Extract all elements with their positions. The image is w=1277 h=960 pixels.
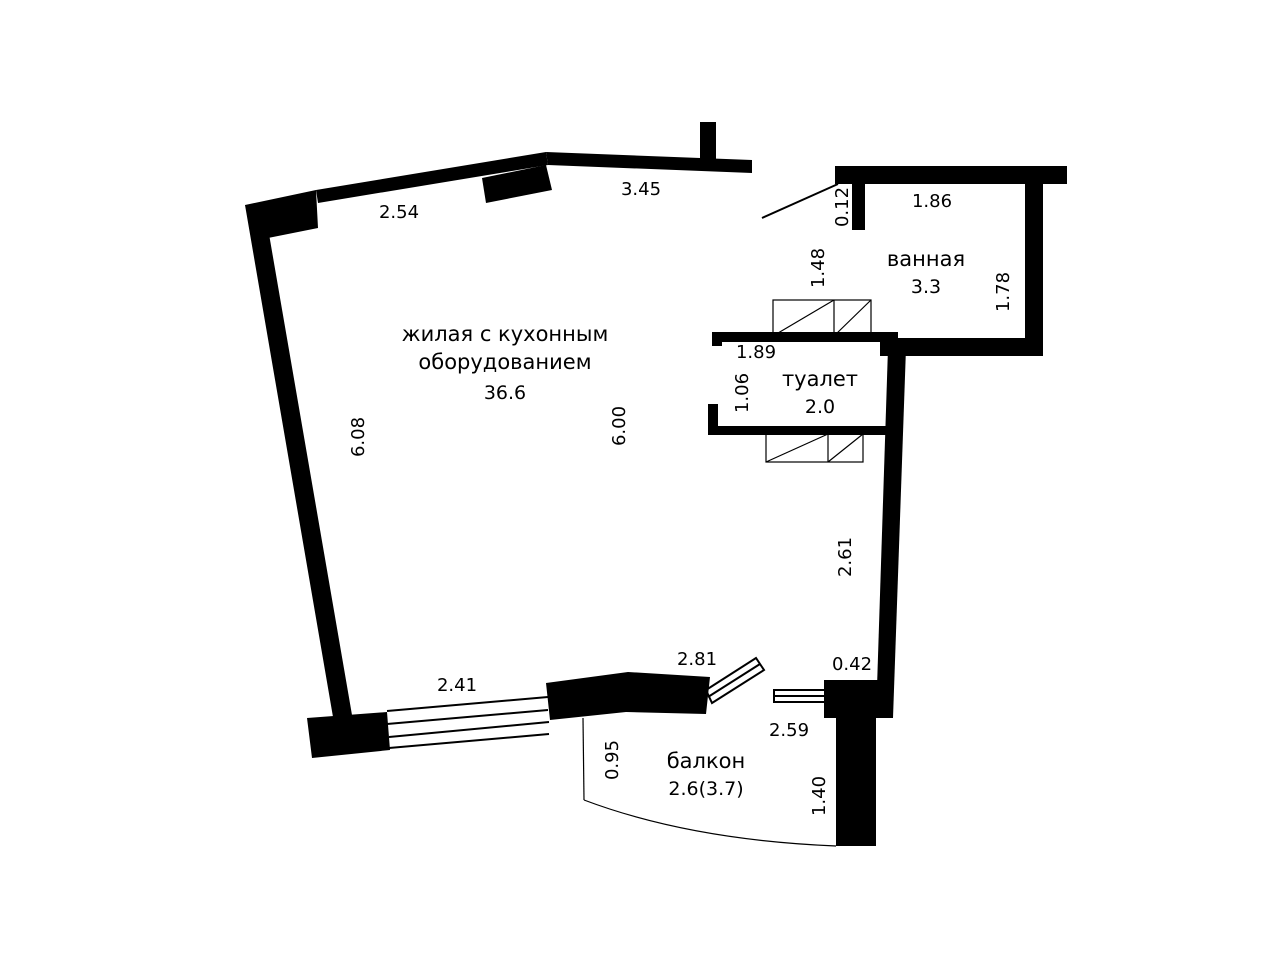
- dim-balcony-width: 2.59: [769, 720, 809, 741]
- entry-door-leaf: [761, 183, 839, 219]
- balcony-outline: [582, 717, 837, 847]
- toilet-area: 2.0: [805, 396, 835, 418]
- dim-bath-width: 1.86: [912, 191, 952, 212]
- balcony-right-wall: [836, 716, 876, 846]
- dim-right-wall: 2.61: [835, 537, 856, 577]
- dim-top-wall: 3.45: [621, 179, 661, 200]
- bath-door-frame: [772, 299, 872, 337]
- dim-toilet-depth: 1.06: [732, 373, 753, 413]
- walls: [245, 122, 1067, 846]
- dim-bath-depth: 1.78: [993, 272, 1014, 312]
- toilet-top-wall: [712, 332, 898, 342]
- balcony-name: балкон: [667, 749, 746, 773]
- dim-bath-wall-stub: 0.12: [832, 187, 853, 227]
- window-line-base: [388, 733, 550, 749]
- toilet-name: туалет: [782, 367, 858, 391]
- dim-corner: 0.42: [832, 654, 872, 675]
- dim-balcony-left: 0.95: [602, 740, 623, 780]
- bathroom-area: 3.3: [911, 276, 941, 298]
- bath-left-stub: [852, 184, 865, 230]
- bath-right-wall: [1025, 184, 1043, 356]
- top-wall-stub: [700, 122, 716, 160]
- toilet-door-frame: [765, 433, 864, 463]
- bottom-left-wall-block: [307, 712, 390, 758]
- room-labels: жилая с кухонным оборудованием 36.6 ванн…: [402, 247, 965, 800]
- doors: [761, 183, 872, 463]
- bottom-middle-wall: [546, 672, 710, 720]
- balcony-arc: [583, 799, 837, 847]
- bottom-right-wall-block: [824, 680, 878, 718]
- bath-top-wall: [835, 166, 1067, 184]
- bath-bottom-wall: [880, 338, 1043, 356]
- top-pillar: [482, 165, 552, 203]
- right-wall: [876, 348, 906, 718]
- bath-door-diag-2: [833, 299, 872, 337]
- balcony-door-left-mid: [707, 663, 761, 698]
- dimension-labels: 2.54 3.45 6.08 6.00 2.41 2.81 2.61 0.42 …: [348, 179, 1014, 816]
- dim-balcony-right: 1.40: [809, 776, 830, 816]
- dim-bottom-window: 2.41: [437, 675, 477, 696]
- window-line-bottom: [388, 721, 550, 738]
- left-wall: [245, 205, 352, 717]
- dim-top-left-wall: 2.54: [379, 202, 419, 223]
- dim-left-wall: 6.08: [348, 417, 369, 457]
- toilet-bottom-wall: [708, 426, 894, 435]
- toilet-door-diag-1: [765, 433, 829, 463]
- living-room-name-line1: жилая с кухонным: [402, 322, 609, 346]
- window-line-top: [386, 696, 549, 712]
- toilet-left-stub-top: [712, 332, 722, 346]
- top-wall: [546, 152, 752, 173]
- living-room-area: 36.6: [484, 382, 526, 404]
- bathroom-name: ванная: [887, 247, 965, 271]
- balcony-area: 2.6(3.7): [668, 778, 743, 800]
- window-line-mid: [386, 709, 549, 725]
- dim-toilet-width: 1.89: [736, 342, 776, 363]
- toilet-door-diag-2: [827, 433, 864, 463]
- dim-living-depth: 6.00: [609, 406, 630, 446]
- toilet-left-stub-bottom: [708, 404, 718, 432]
- top-left-slanted-wall: [316, 152, 548, 203]
- living-room-name-line2: оборудованием: [418, 350, 591, 374]
- dim-bath-entry: 1.48: [808, 248, 829, 288]
- dim-bottom-wall: 2.81: [677, 649, 717, 670]
- balcony-door-left: [704, 656, 766, 705]
- balcony-left-edge: [582, 717, 585, 801]
- bath-door-diag-1: [772, 299, 835, 337]
